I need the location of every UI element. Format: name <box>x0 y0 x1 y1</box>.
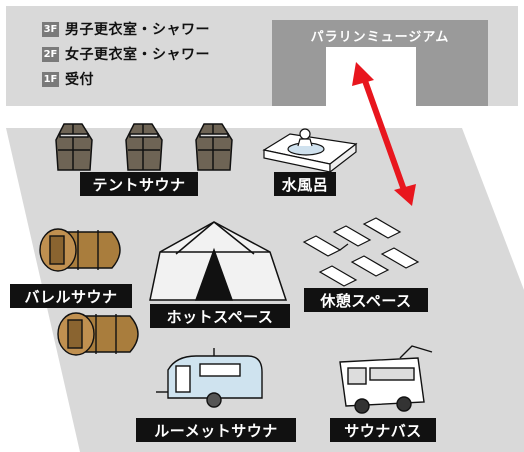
lounger-icon <box>302 217 420 287</box>
label-hot-space: ホットスペース <box>150 304 290 328</box>
floor-badge: 3F <box>42 21 59 37</box>
floor-label: 受付 <box>65 72 94 88</box>
floor-label: 男子更衣室・シャワー <box>65 22 210 38</box>
museum-title: パラリンミュージアム <box>310 30 450 45</box>
label-tent-sauna: テントサウナ <box>80 172 198 196</box>
floor-row-1f: 1F 受付 <box>42 70 94 88</box>
label-barrel-sauna: バレルサウナ <box>10 284 132 308</box>
sauna-bus-icon <box>339 345 433 414</box>
label-rest-space: 休憩スペース <box>304 288 428 312</box>
label-sauna-bus: サウナバス <box>330 418 436 442</box>
hot-space-tent-icon <box>149 221 288 301</box>
label-cold-bath: 水風呂 <box>274 172 336 196</box>
floor-row-3f: 3F 男子更衣室・シャワー <box>42 20 210 38</box>
walkway-arrow-icon <box>352 62 416 206</box>
tent-sauna-icon <box>55 123 233 171</box>
museum-building: パラリンミュージアム <box>272 20 488 106</box>
caravan-sauna-icon <box>156 348 263 408</box>
floor-row-2f: 2F 女子更衣室・シャワー <box>42 45 210 63</box>
floor-badge: 2F <box>42 46 59 62</box>
barrel-sauna-icon <box>39 228 139 356</box>
floor-badge: 1F <box>42 71 59 87</box>
label-rumet-sauna: ルーメットサウナ <box>136 418 296 442</box>
floor-label: 女子更衣室・シャワー <box>65 47 210 63</box>
cold-bath-icon <box>262 128 358 174</box>
